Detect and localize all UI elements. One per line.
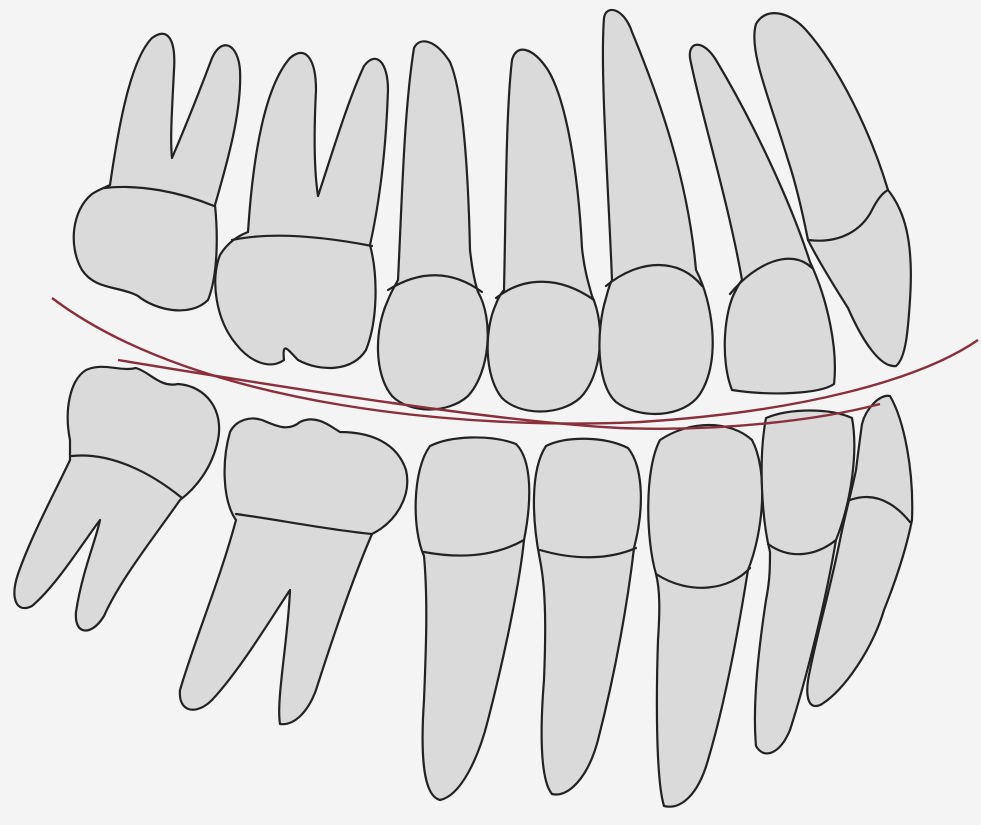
dental-arch-diagram bbox=[0, 0, 981, 825]
